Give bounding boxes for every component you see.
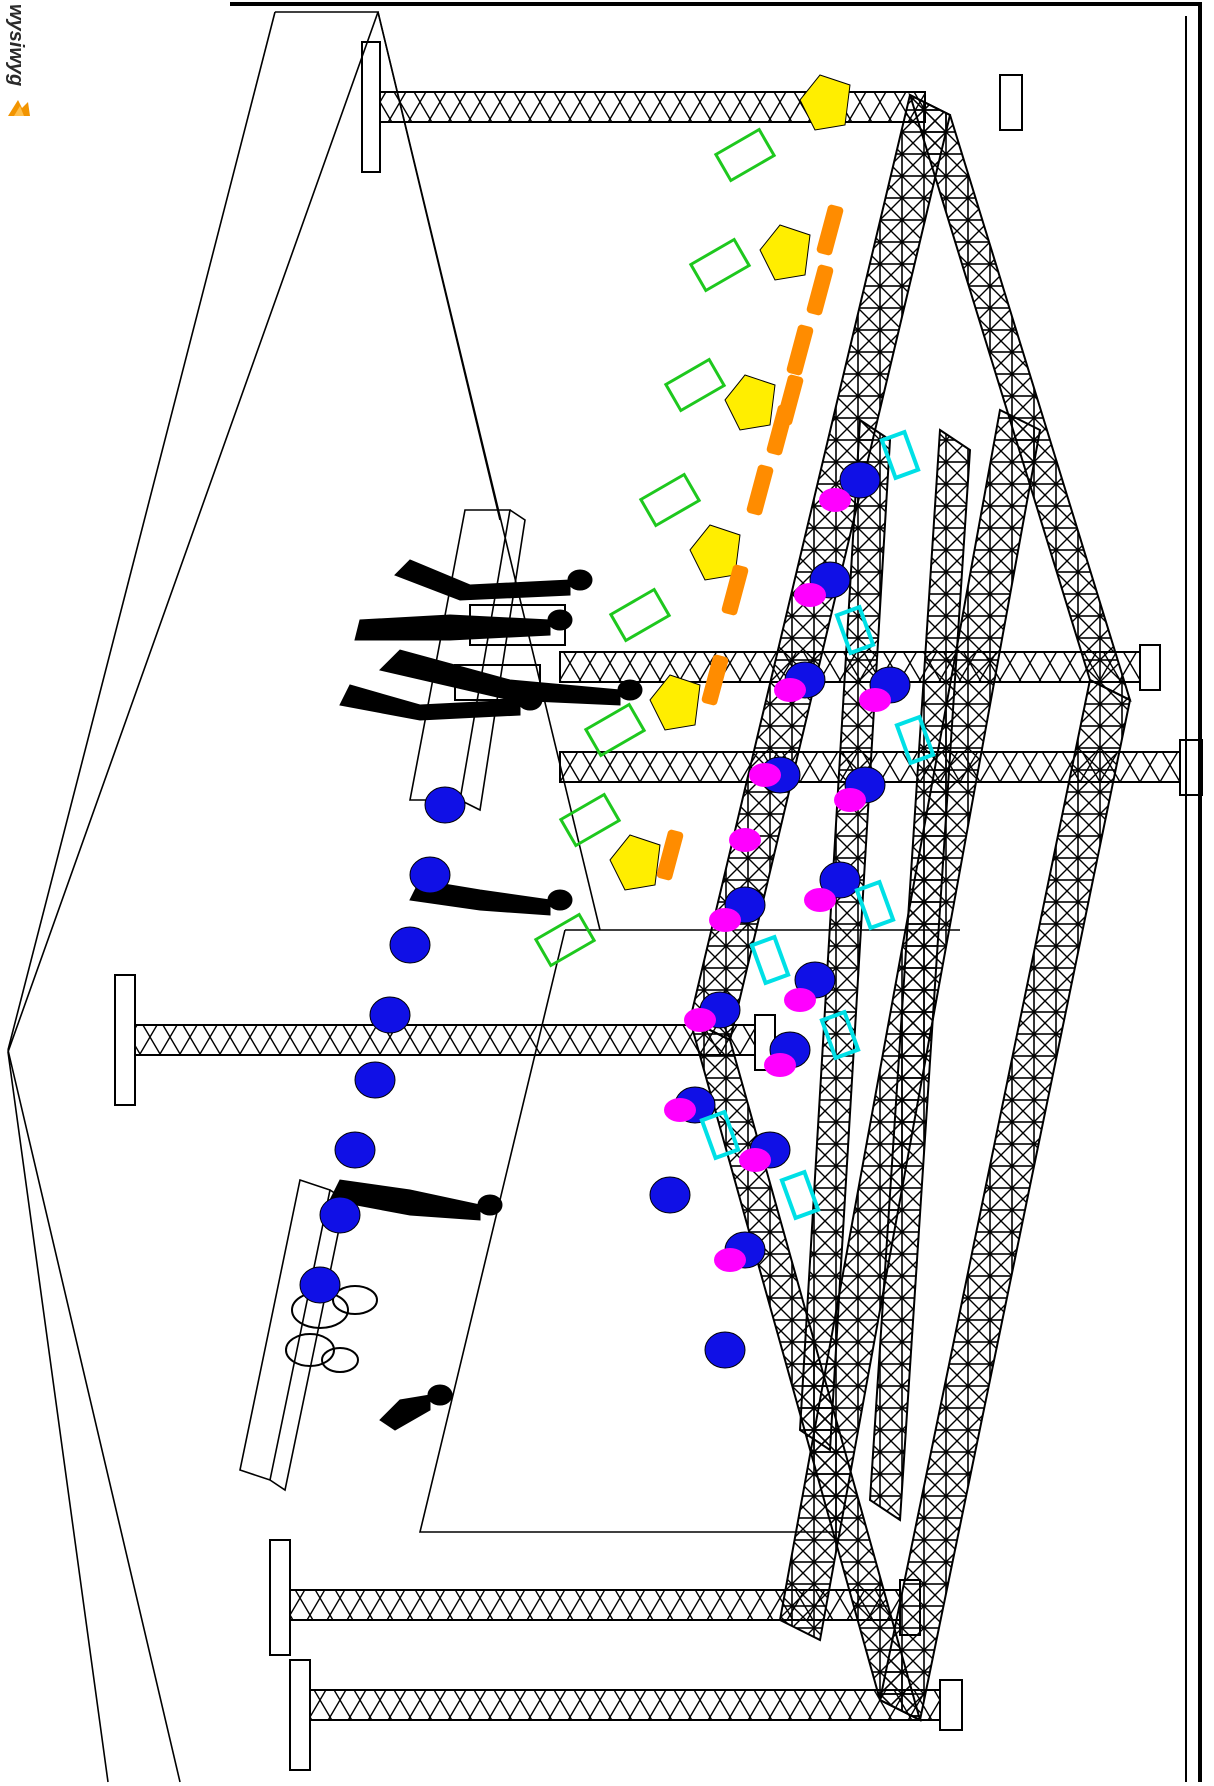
green-fixture [533,912,597,968]
truss-beam [798,418,892,1452]
magenta-fixture [774,678,806,702]
yellow-fixture [689,524,741,581]
cyan-fixture [879,429,921,481]
cyan-fixture [819,1009,861,1061]
cyan-fixture [854,879,896,931]
magenta-fixture [664,1098,696,1122]
orange-fixture [656,829,684,881]
keyboard-rig [454,604,566,701]
border-lines [230,2,1202,1782]
green-fixture [663,357,727,413]
wysiwyg-logo: wysiwyg [0,0,40,130]
blue-fixture [319,1196,361,1234]
orange-fixture [786,324,814,376]
magenta-fixture [804,888,836,912]
performer-figure [354,609,573,641]
cyan-fixture [894,714,936,766]
orange-fixture [816,204,844,256]
truss-beam [868,428,972,1522]
yellow-fixture [609,834,661,891]
cyan-fixture [779,1169,821,1221]
blue-fixture [424,786,466,824]
magenta-fixture [819,488,851,512]
performer-figure [379,649,643,706]
blue-fixture [649,1176,691,1214]
yellow-fixture [724,374,776,431]
yellow-fixture [759,224,811,281]
lighting-fixtures [299,74,936,1369]
green-fixture [558,792,622,848]
green-fixture [583,702,647,758]
blue-fixture [299,1266,341,1304]
wysiwyg-logo-icon [8,100,30,116]
magenta-fixture [764,1053,796,1077]
performer-figure [409,879,573,916]
magenta-fixture [834,788,866,812]
blue-fixture [839,461,881,499]
logo-text: wysiwyg [5,4,27,87]
green-fixture [688,237,752,293]
yellow-fixture [799,74,851,131]
magenta-fixture [749,763,781,787]
cyan-fixture [834,604,876,656]
magenta-fixture [784,988,816,1012]
blue-fixture [334,1131,376,1169]
magenta-fixture [714,1248,746,1272]
cyan-fixture [749,934,791,986]
green-fixture [713,127,777,183]
green-fixture [608,587,672,643]
orange-fixture [806,264,834,316]
blue-fixture [704,1331,746,1369]
performer-figures [285,559,643,1431]
magenta-fixture [859,688,891,712]
magenta-fixture [684,1008,716,1032]
magenta-fixture [794,583,826,607]
yellow-fixture [649,674,701,731]
blue-fixture [369,996,411,1034]
magenta-fixture [729,828,761,852]
truss-beam [908,93,1132,702]
cyan-fixture [699,1109,741,1161]
blue-fixture [389,926,431,964]
overhead-truss-grid [688,93,1132,1722]
truss-towers [114,41,1203,1771]
green-fixture [638,472,702,528]
blue-fixture [819,861,861,899]
blue-fixture [409,856,451,894]
blue-fixture [354,1061,396,1099]
orange-fixture [721,564,749,616]
orange-fixture [701,654,729,706]
performer-figure [379,1384,453,1431]
magenta-fixture [739,1148,771,1172]
truss-tower [134,1024,756,1056]
performer-figure [394,559,593,601]
truss-tower [309,1689,941,1721]
orange-fixture [766,404,794,456]
magenta-fixture [709,908,741,932]
orange-fixture [746,464,774,516]
